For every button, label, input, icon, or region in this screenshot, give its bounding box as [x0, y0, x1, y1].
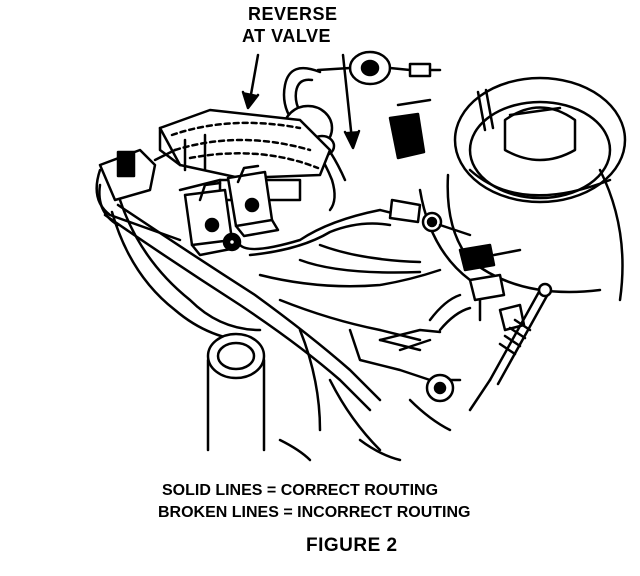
reverse-valve — [316, 50, 442, 86]
vacuum-switch-box — [388, 98, 432, 160]
lower-cylinder — [206, 332, 266, 452]
figure-caption: FIGURE 2 — [306, 535, 398, 556]
threaded-rod — [468, 282, 553, 412]
dipstick-tube — [476, 88, 495, 132]
left-bracket — [98, 148, 242, 252]
lower-hoses — [378, 293, 472, 352]
callout-line-1: REVERSE — [248, 4, 338, 24]
right-fittings — [458, 243, 526, 332]
hex-nut — [425, 373, 455, 403]
legend-solid-lines: SOLID LINES = CORRECT ROUTING — [162, 482, 439, 499]
switching-valve-left — [183, 181, 238, 257]
legend-broken-lines: BROKEN LINES = INCORRECT ROUTING — [158, 504, 471, 521]
switching-valve-right — [226, 164, 280, 238]
diagonal-pipe — [103, 203, 382, 412]
center-hose — [238, 208, 442, 288]
air-cleaner-housing — [418, 76, 627, 302]
tee-fitting — [388, 198, 472, 237]
callout-arrows — [241, 53, 361, 150]
callout-line-2: AT VALVE — [242, 26, 331, 46]
solenoid-valve-bracket — [158, 108, 332, 202]
